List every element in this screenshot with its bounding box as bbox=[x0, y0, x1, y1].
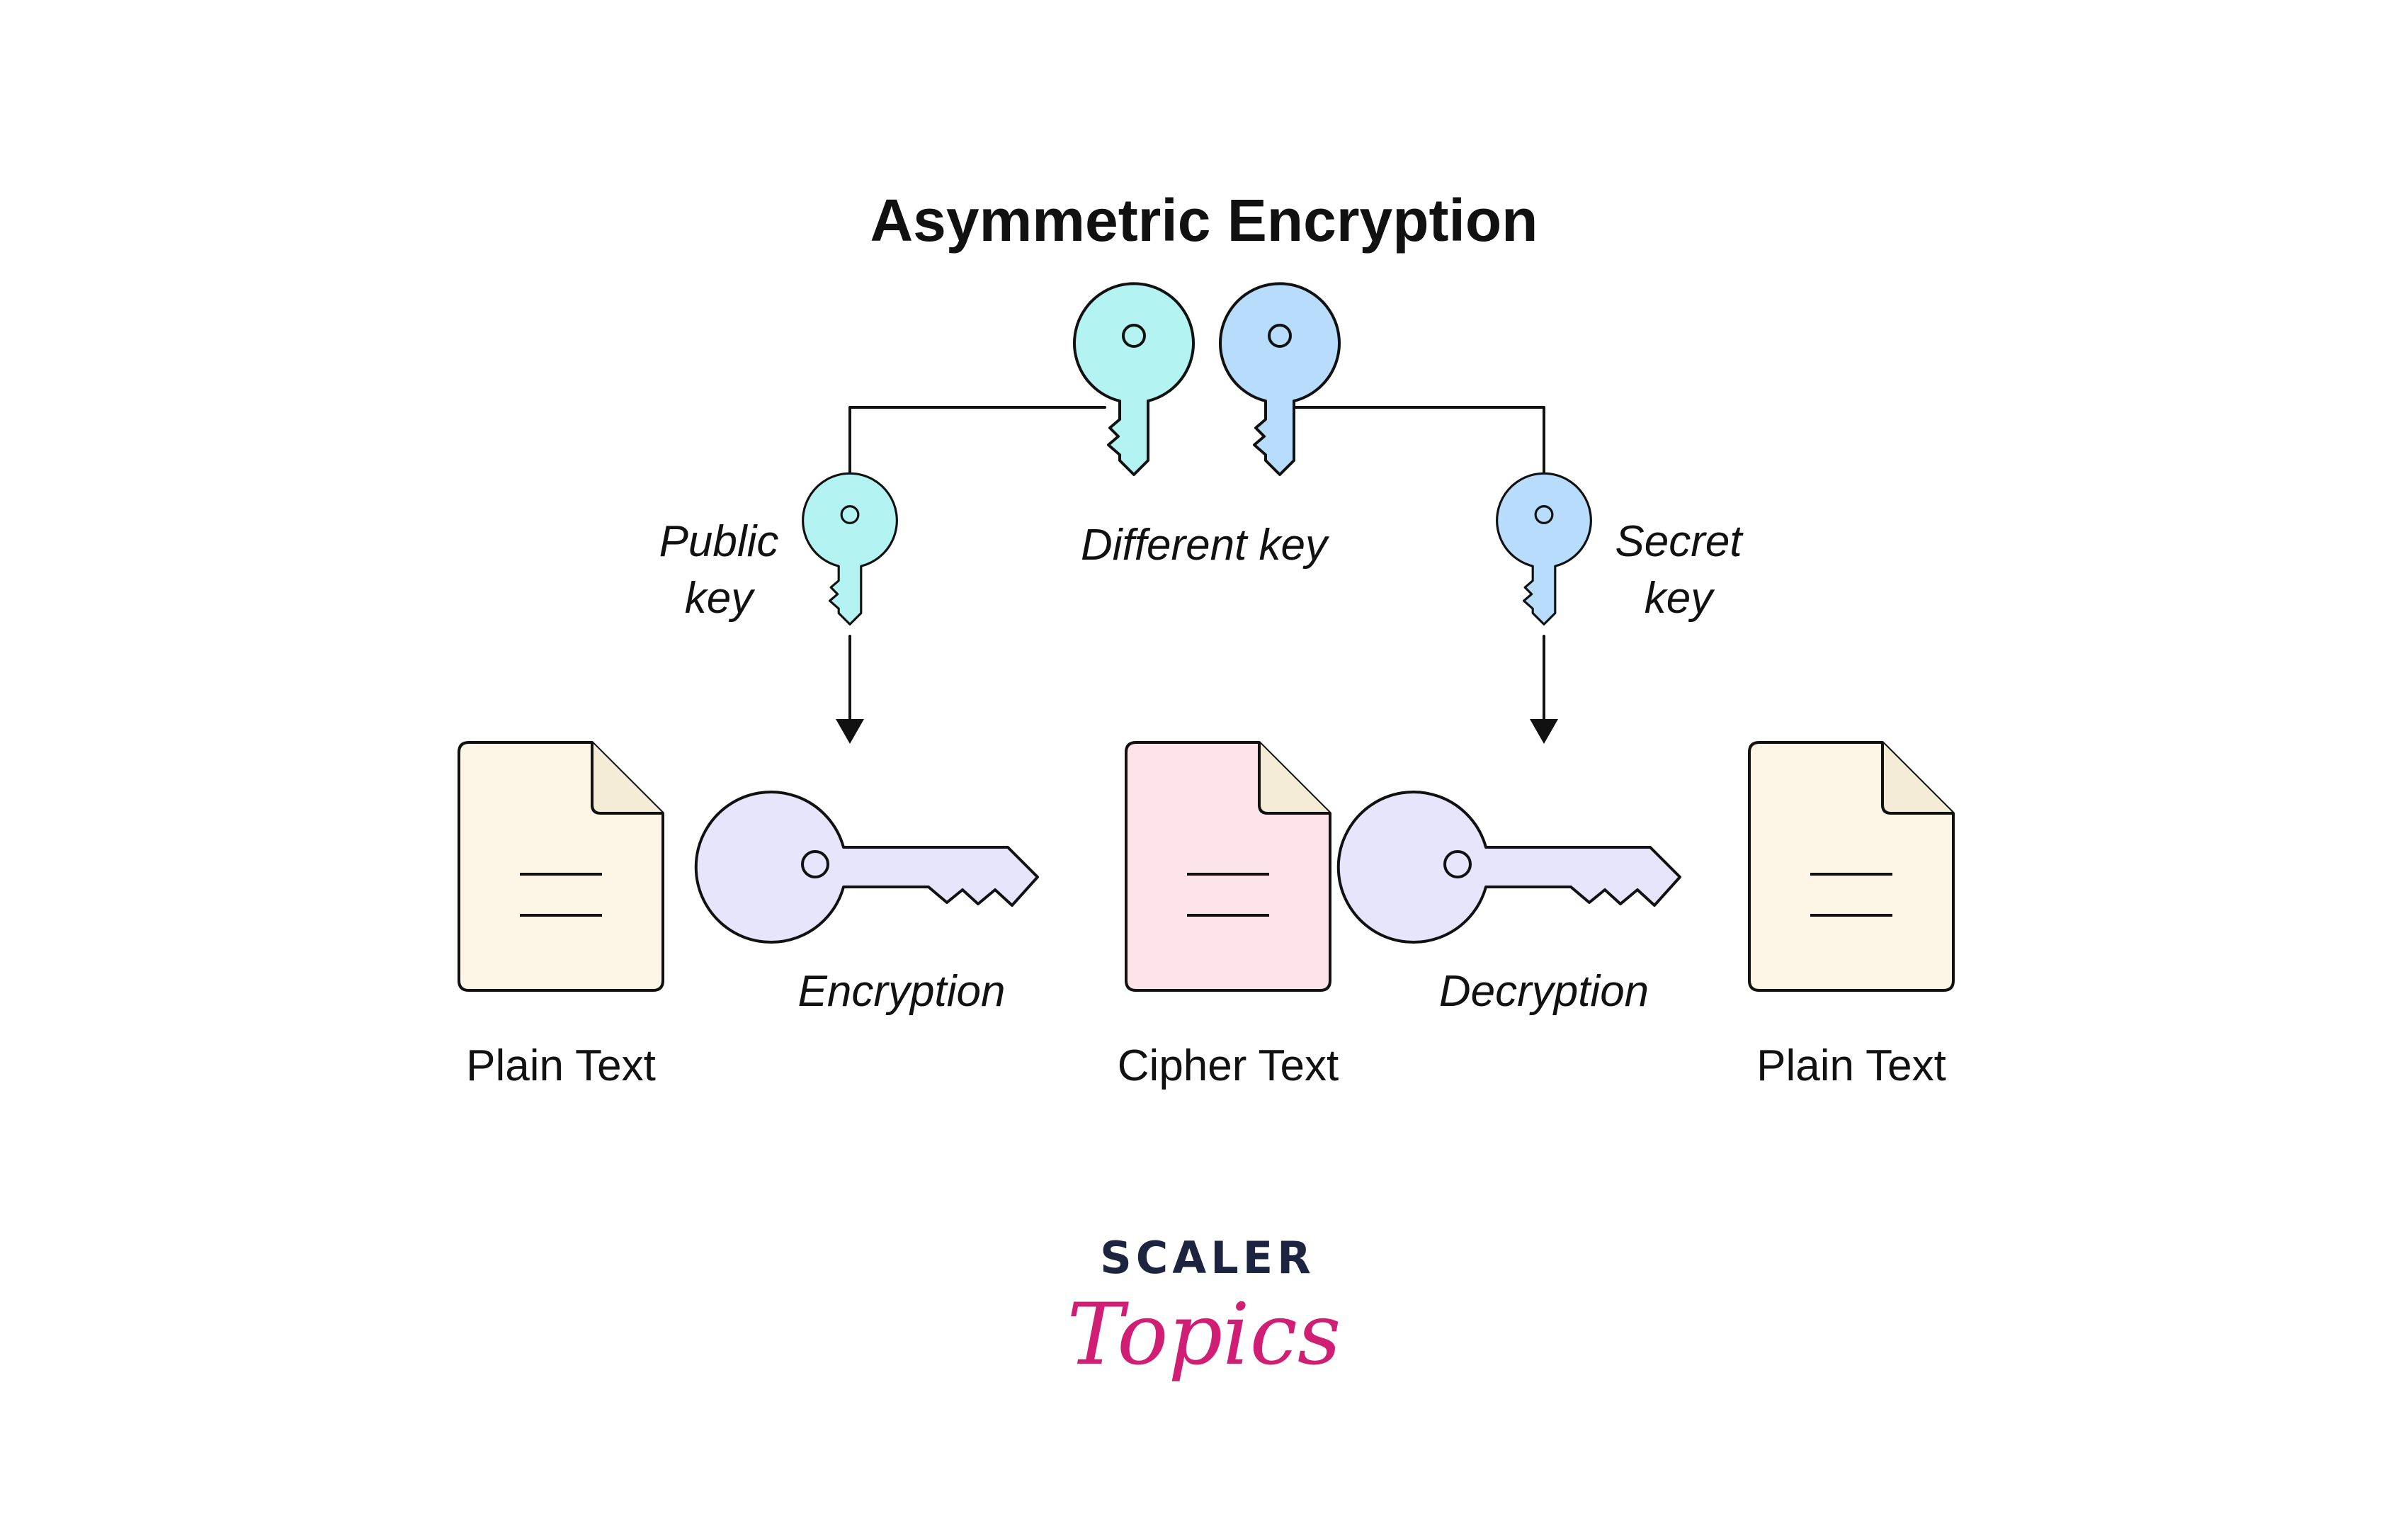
connector-right bbox=[1288, 406, 1545, 482]
public-key-icon bbox=[802, 472, 898, 626]
public-key-label-line1: Public bbox=[659, 517, 779, 566]
secret-key-label-line1: Secret bbox=[1615, 517, 1744, 566]
brand-topics-text: Topics bbox=[1067, 1286, 1341, 1384]
secret-key-label-line2: key bbox=[1645, 574, 1715, 623]
arrowhead-left bbox=[836, 719, 864, 744]
brand-scaler-text: SCALER bbox=[1100, 1232, 1315, 1284]
encryption-key-icon bbox=[694, 791, 1039, 944]
scaler-topics-logo: SCALER Topics bbox=[1067, 1232, 1341, 1384]
secret-key-icon bbox=[1496, 472, 1592, 626]
cipher-text-label: Cipher Text bbox=[1118, 1041, 1339, 1090]
decryption-key-icon bbox=[1336, 791, 1681, 944]
public-key-top-icon bbox=[1073, 282, 1195, 476]
public-key-label-line2: key bbox=[685, 574, 756, 623]
plain-text-label: Plain Text bbox=[466, 1041, 656, 1090]
cipher-text-document-icon bbox=[1125, 741, 1331, 992]
connector-left bbox=[848, 406, 1106, 482]
decryption-label: Decryption bbox=[1439, 967, 1649, 1016]
secret-key-top-icon bbox=[1219, 282, 1341, 476]
plain-text-document-icon-2 bbox=[1748, 741, 1955, 992]
arrowhead-right bbox=[1530, 719, 1558, 744]
different-key-label: Different key bbox=[1081, 521, 1330, 570]
encryption-label: Encryption bbox=[798, 967, 1006, 1016]
plain-text-label-2: Plain Text bbox=[1756, 1041, 1946, 1090]
diagram-title: Asymmetric Encryption bbox=[870, 187, 1538, 254]
plain-text-document-icon bbox=[458, 741, 664, 992]
